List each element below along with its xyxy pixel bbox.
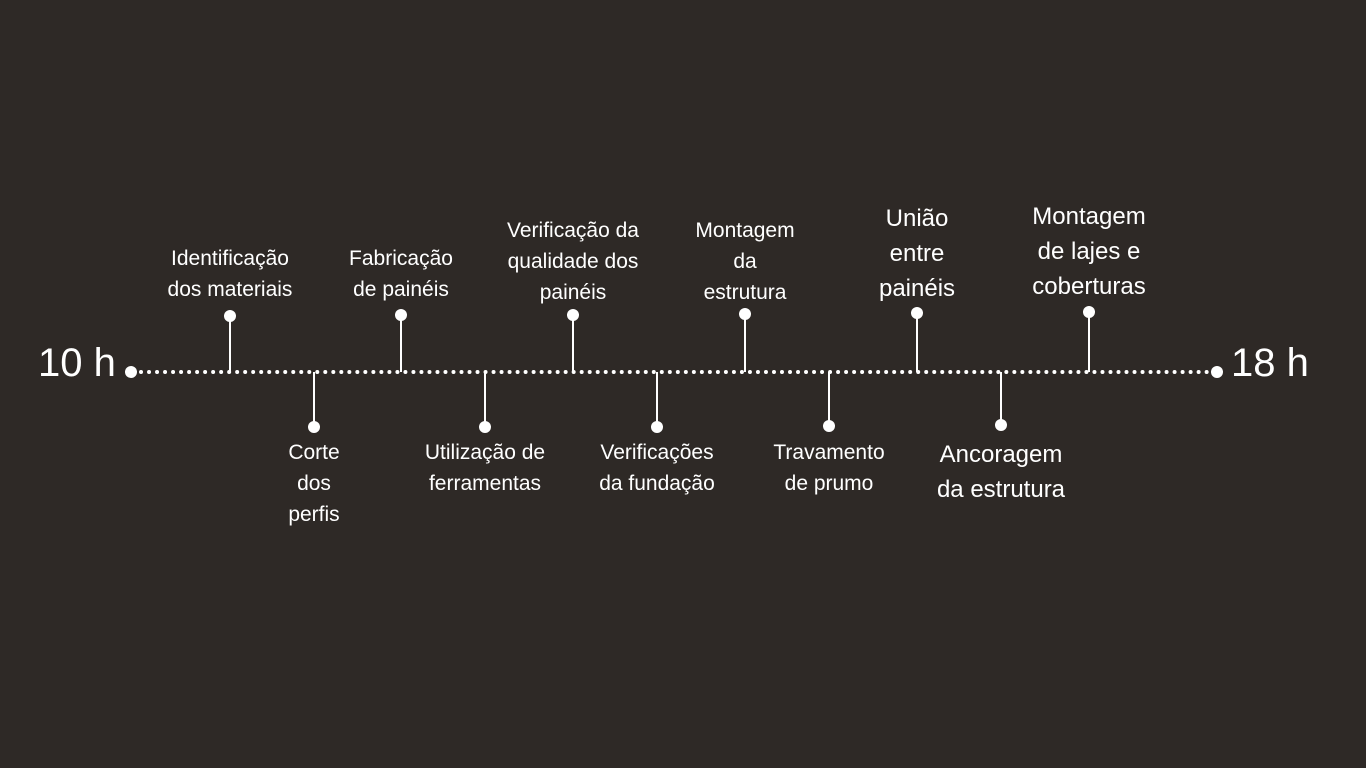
timeline-stem — [400, 315, 402, 372]
timeline-axis — [131, 370, 1218, 374]
timeline-start-dot — [125, 366, 137, 378]
timeline-event-label-line: Verificações — [600, 441, 714, 464]
timeline-event-label-line: Montagem — [1032, 203, 1146, 230]
timeline-event-label-line: da estrutura — [936, 476, 1066, 503]
timeline-event-label-line: Ancoragem — [939, 441, 1063, 468]
timeline-event-label-line: Identificação — [171, 247, 289, 270]
timeline-event-label-line: entre — [889, 240, 945, 267]
timeline-node-dot — [395, 309, 407, 321]
timeline-stem — [828, 372, 830, 426]
timeline-event-label: União entre painéis — [832, 201, 1002, 306]
timeline-stem — [572, 315, 574, 372]
timeline-node-dot — [308, 421, 320, 433]
timeline-event-label-line: de prumo — [784, 472, 874, 495]
timeline-stem — [229, 316, 231, 372]
timeline-event-label-line: perfis — [288, 503, 340, 526]
timeline-event-label-line: estrutura — [703, 281, 787, 304]
timeline-end-dot — [1211, 366, 1223, 378]
timeline-event-label: Verificação da qualidade dos painéis — [488, 215, 658, 308]
timeline-event-label: Fabricação de painéis — [316, 243, 486, 305]
timeline-end-label: 18 h — [1231, 341, 1309, 385]
timeline-event-label: Verificações da fundação — [572, 437, 742, 499]
timeline-event-label-line: qualidade dos — [507, 250, 639, 273]
timeline-event-label-line: coberturas — [1032, 273, 1146, 300]
timeline-node-dot — [995, 419, 1007, 431]
timeline-event-label-line: União — [885, 205, 949, 232]
timeline-event-label-line: Corte — [288, 441, 340, 464]
timeline-node-dot — [911, 307, 923, 319]
timeline-stem — [313, 372, 315, 427]
timeline-event-label-line: da — [733, 250, 757, 273]
timeline-node-dot — [224, 310, 236, 322]
timeline-event-label-line: dos — [297, 472, 331, 495]
timeline-event-label: Corte dos perfis — [229, 437, 399, 530]
timeline-stem — [1088, 312, 1090, 372]
timeline-node-dot — [823, 420, 835, 432]
timeline-node-dot — [651, 421, 663, 433]
timeline-event-label-line: da fundação — [599, 472, 715, 495]
timeline-event-label-line: de painéis — [353, 278, 449, 301]
timeline-event-label-line: painéis — [539, 281, 607, 304]
timeline-event-label-line: painéis — [878, 275, 956, 302]
timeline-event-label-line: Montagem — [695, 219, 795, 242]
timeline-event-label-line: de lajes e — [1037, 238, 1141, 265]
timeline-node-dot — [479, 421, 491, 433]
timeline-event-label: Utilização de ferramentas — [400, 437, 570, 499]
timeline-stem — [1000, 372, 1002, 425]
timeline-node-dot — [567, 309, 579, 321]
timeline-start-label: 10 h — [38, 341, 116, 385]
timeline-event-label-line: ferramentas — [428, 472, 542, 495]
timeline-event-label: Ancoragem da estrutura — [916, 437, 1086, 507]
timeline-event-label-line: Verificação da — [507, 219, 639, 242]
timeline-stem — [656, 372, 658, 427]
timeline-event-label: Montagem de lajes e coberturas — [1004, 199, 1174, 304]
timeline-stem — [484, 372, 486, 427]
timeline-node-dot — [739, 308, 751, 320]
timeline-event-label: Montagem da estrutura — [660, 215, 830, 308]
timeline-event-label-line: Travamento — [773, 441, 885, 464]
timeline-event-label-line: Fabricação — [349, 247, 453, 270]
timeline-node-dot — [1083, 306, 1095, 318]
timeline-stem — [744, 314, 746, 372]
timeline-event-label-line: Utilização de — [424, 441, 546, 464]
timeline-event-label: Identificação dos materiais — [145, 243, 315, 305]
timeline-event-label: Travamento de prumo — [744, 437, 914, 499]
timeline-event-label-line: dos materiais — [167, 278, 293, 301]
timeline-stem — [916, 313, 918, 372]
